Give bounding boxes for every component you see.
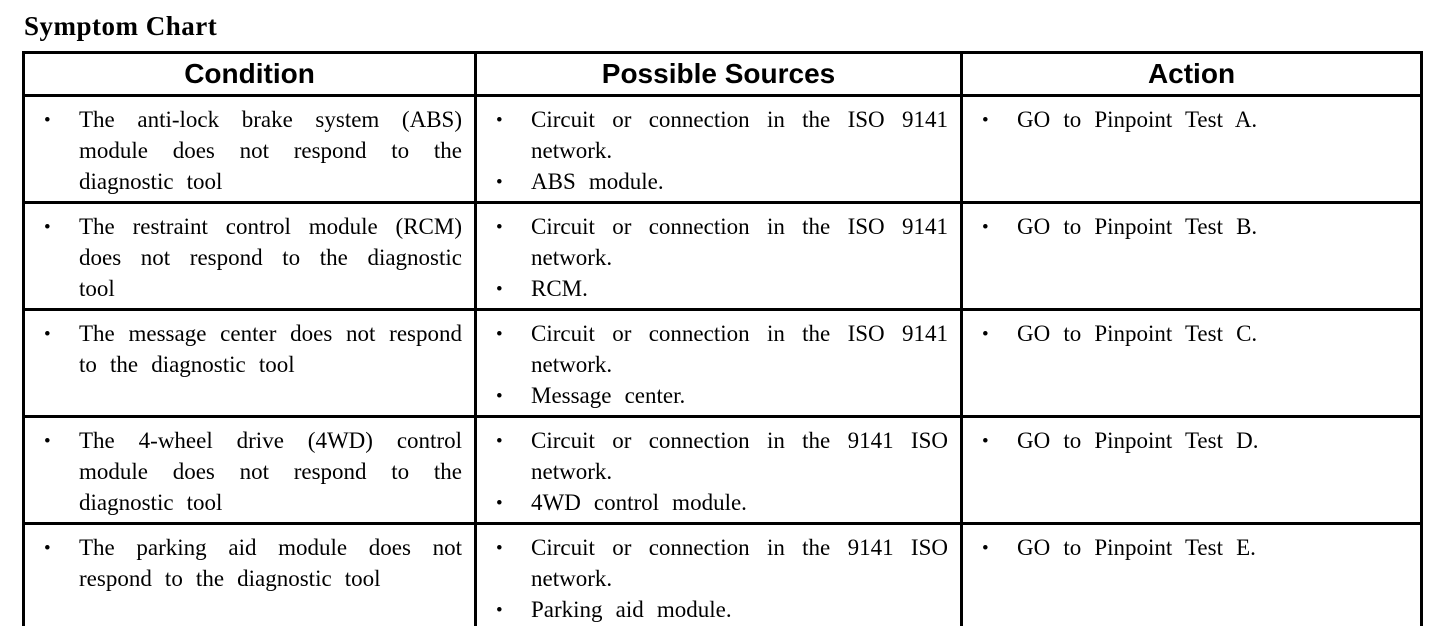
bullet-item: • RCM. [489, 273, 950, 304]
source-text: Circuit or connection in the 9141 ISO ne… [531, 535, 948, 591]
action-text: GO to Pinpoint Test C. [1017, 321, 1258, 346]
condition-cell: • The 4-wheel drive (4WD) control module… [22, 415, 477, 525]
col-header-possible-sources: Possible Sources [474, 51, 963, 97]
col-header-action: Action [960, 51, 1423, 97]
bullet-item: • ABS module. [489, 166, 950, 197]
table-row: • The message center does not respond to… [22, 308, 1423, 418]
bullet-icon: • [496, 172, 503, 193]
bullet-item: • GO to Pinpoint Test C. [975, 318, 1410, 349]
condition-text: The restraint control module (RCM) does … [79, 214, 462, 301]
bullet-icon: • [496, 386, 503, 407]
page-title: Symptom Chart [24, 11, 218, 41]
bullet-item: • Circuit or connection in the ISO 9141 … [489, 104, 950, 166]
bullet-icon: • [496, 600, 503, 621]
sources-cell: • Circuit or connection in the ISO 9141 … [474, 94, 963, 204]
bullet-icon: • [496, 279, 503, 300]
source-text: Parking aid module. [531, 597, 732, 622]
condition-cell: • The restraint control module (RCM) doe… [22, 201, 477, 311]
bullet-item: • Circuit or connection in the 9141 ISO … [489, 532, 950, 594]
bullet-icon: • [496, 217, 503, 238]
bullet-item: • Parking aid module. [489, 594, 950, 625]
source-text: RCM. [531, 276, 588, 301]
action-text: GO to Pinpoint Test B. [1017, 214, 1258, 239]
source-text: Message center. [531, 383, 686, 408]
bullet-item: • The 4-wheel drive (4WD) control module… [37, 425, 464, 518]
bullet-item: • GO to Pinpoint Test B. [975, 211, 1410, 242]
bullet-item: • The anti-lock brake system (ABS) modul… [37, 104, 464, 197]
bullet-icon: • [44, 217, 51, 238]
bullet-item: • GO to Pinpoint Test A. [975, 104, 1410, 135]
source-text: ABS module. [531, 169, 664, 194]
bullet-item: • Circuit or connection in the 9141 ISO … [489, 425, 950, 487]
condition-cell: • The message center does not respond to… [22, 308, 477, 418]
bullet-icon: • [496, 431, 503, 452]
symptom-chart-table: Condition Possible Sources Action • The … [22, 51, 1423, 626]
bullet-icon: • [496, 538, 503, 559]
action-cell: • GO to Pinpoint Test D. [960, 415, 1423, 525]
source-text: Circuit or connection in the 9141 ISO ne… [531, 428, 948, 484]
condition-text: The 4-wheel drive (4WD) control module d… [79, 428, 462, 515]
source-text: 4WD control module. [531, 490, 747, 515]
condition-text: The anti-lock brake system (ABS) module … [79, 107, 462, 194]
bullet-icon: • [982, 217, 989, 238]
header-row: Condition Possible Sources Action [22, 51, 1423, 97]
bullet-item: • Message center. [489, 380, 950, 411]
condition-text: The message center does not respond to t… [79, 321, 462, 377]
bullet-item: • 4WD control module. [489, 487, 950, 518]
bullet-icon: • [44, 324, 51, 345]
col-header-condition: Condition [22, 51, 477, 97]
action-cell: • GO to Pinpoint Test E. [960, 522, 1423, 626]
bullet-icon: • [44, 110, 51, 131]
sources-cell: • Circuit or connection in the ISO 9141 … [474, 201, 963, 311]
bullet-icon: • [44, 431, 51, 452]
bullet-icon: • [982, 110, 989, 131]
bullet-icon: • [982, 538, 989, 559]
sources-cell: • Circuit or connection in the 9141 ISO … [474, 522, 963, 626]
table-row: • The anti-lock brake system (ABS) modul… [22, 94, 1423, 204]
condition-text: The parking aid module does not respond … [79, 535, 462, 591]
table-row: • The 4-wheel drive (4WD) control module… [22, 415, 1423, 525]
action-text: GO to Pinpoint Test E. [1017, 535, 1256, 560]
condition-cell: • The parking aid module does not respon… [22, 522, 477, 626]
bullet-item: • GO to Pinpoint Test E. [975, 532, 1410, 563]
action-cell: • GO to Pinpoint Test C. [960, 308, 1423, 418]
bullet-icon: • [496, 110, 503, 131]
action-cell: • GO to Pinpoint Test B. [960, 201, 1423, 311]
action-text: GO to Pinpoint Test A. [1017, 107, 1258, 132]
sources-cell: • Circuit or connection in the ISO 9141 … [474, 308, 963, 418]
bullet-icon: • [496, 493, 503, 514]
source-text: Circuit or connection in the ISO 9141 ne… [531, 321, 948, 377]
action-cell: • GO to Pinpoint Test A. [960, 94, 1423, 204]
bullet-item: • Circuit or connection in the ISO 9141 … [489, 318, 950, 380]
table-row: • The restraint control module (RCM) doe… [22, 201, 1423, 311]
action-text: GO to Pinpoint Test D. [1017, 428, 1259, 453]
bullet-item: • The restraint control module (RCM) doe… [37, 211, 464, 304]
bullet-icon: • [982, 431, 989, 452]
table-row: • The parking aid module does not respon… [22, 522, 1423, 626]
source-text: Circuit or connection in the ISO 9141 ne… [531, 214, 948, 270]
bullet-item: • GO to Pinpoint Test D. [975, 425, 1410, 456]
bullet-icon: • [44, 538, 51, 559]
sources-cell: • Circuit or connection in the 9141 ISO … [474, 415, 963, 525]
bullet-item: • Circuit or connection in the ISO 9141 … [489, 211, 950, 273]
condition-cell: • The anti-lock brake system (ABS) modul… [22, 94, 477, 204]
source-text: Circuit or connection in the ISO 9141 ne… [531, 107, 948, 163]
bullet-icon: • [982, 324, 989, 345]
bullet-item: • The parking aid module does not respon… [37, 532, 464, 594]
bullet-icon: • [496, 324, 503, 345]
bullet-item: • The message center does not respond to… [37, 318, 464, 380]
